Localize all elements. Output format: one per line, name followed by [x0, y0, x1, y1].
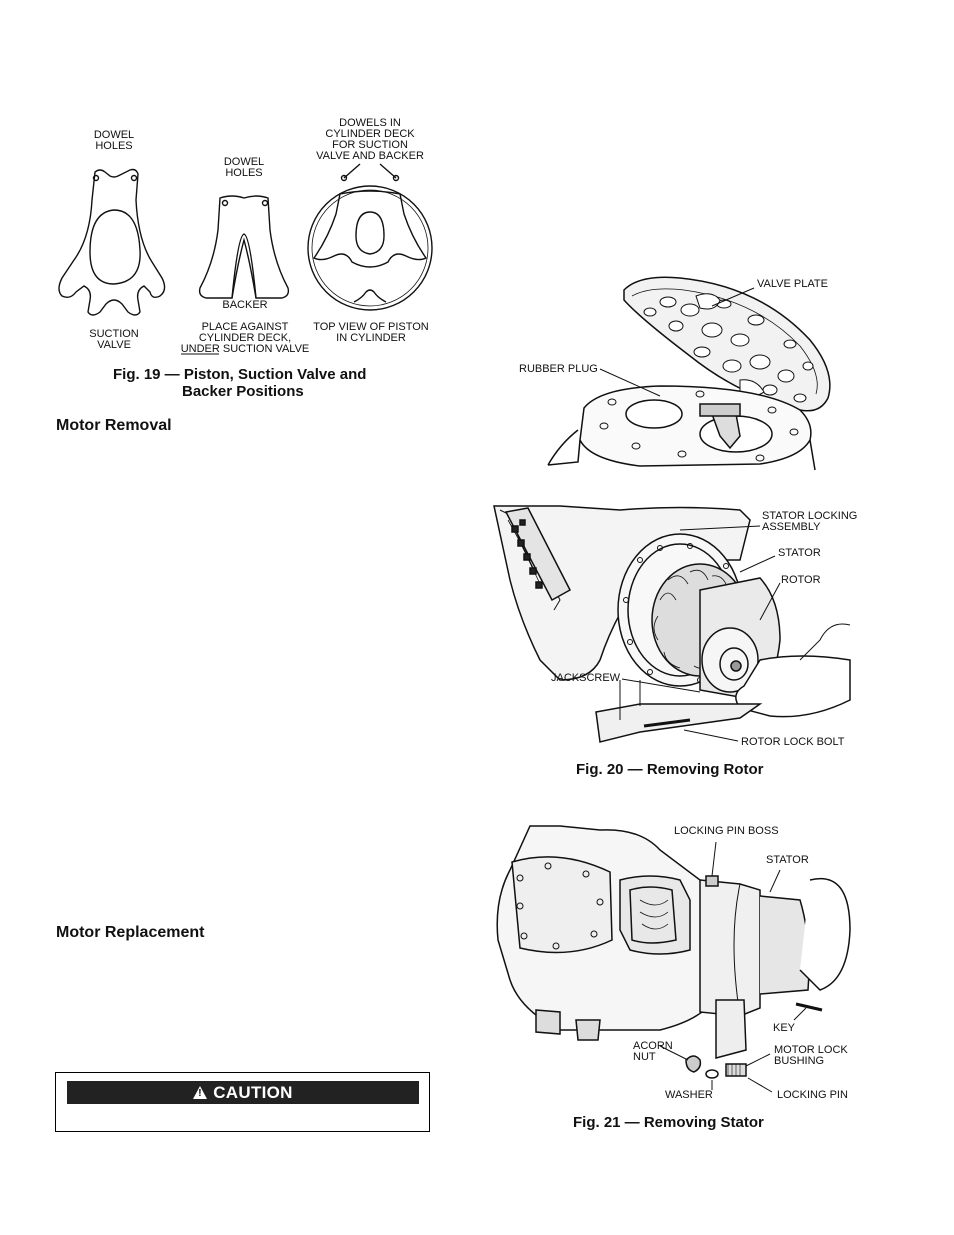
heading-motor-removal: Motor Removal — [56, 417, 172, 434]
label-locking-pin-boss: LOCKING PIN BOSS — [674, 825, 779, 837]
caution-box: ! CAUTION — [55, 1072, 430, 1132]
label-stator: STATOR — [778, 547, 821, 559]
caution-label: CAUTION — [213, 1082, 293, 1102]
label-locking-pin: LOCKING PIN — [777, 1089, 848, 1101]
label-key: KEY — [773, 1022, 796, 1034]
fig21-caption: Fig. 21 — Removing Stator — [573, 1114, 764, 1131]
fig20-caption: Fig. 20 — Removing Rotor — [576, 761, 764, 778]
label-washer: WASHER — [665, 1089, 713, 1101]
backer-drawing — [198, 195, 290, 299]
label-valve-plate: VALVE PLATE — [757, 278, 828, 290]
caution-banner: ! CAUTION — [67, 1081, 419, 1104]
label-stator-21: STATOR — [766, 854, 809, 866]
label-rotor: ROTOR — [781, 574, 821, 586]
heading-motor-replacement: Motor Replacement — [56, 924, 205, 941]
warning-triangle-icon: ! — [193, 1086, 208, 1099]
label-backer: BACKER — [222, 299, 268, 311]
fig19-caption: Fig. 19 — Piston, Suction Valve and Back… — [113, 366, 367, 400]
piston-top-view — [307, 163, 433, 311]
label-under: UNDER — [180, 343, 220, 355]
label-rubber-plug: RUBBER PLUG — [519, 363, 598, 375]
label-jackscrew: JACKSCREW — [551, 672, 621, 684]
label-rotor-lock-bolt: ROTOR LOCK BOLT — [741, 736, 845, 748]
